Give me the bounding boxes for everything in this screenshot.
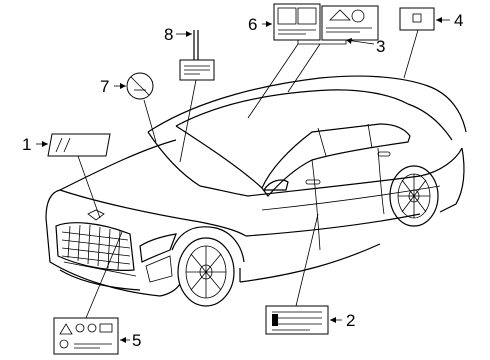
callout-2: 2 (346, 311, 355, 330)
callout-5: 5 (132, 331, 141, 350)
label-6-sticker (273, 3, 321, 41)
callout-6: 6 (248, 15, 257, 34)
car-illustration (45, 75, 467, 307)
callout-4: 4 (454, 11, 463, 30)
callout-7: 7 (100, 77, 109, 96)
grille-pattern (61, 224, 131, 271)
callout-3: 3 (376, 37, 385, 56)
label-7-sticker (126, 72, 154, 100)
label-4-sticker (399, 7, 435, 31)
label-8-sticker (179, 30, 215, 81)
label-1-sticker (47, 133, 111, 157)
label-5-sticker (53, 317, 119, 355)
callout-8: 8 (164, 25, 173, 44)
label-2-sticker (265, 305, 329, 335)
leader-lines (36, 17, 450, 343)
callout-1: 1 (22, 135, 31, 154)
label-3-sticker (321, 5, 379, 41)
